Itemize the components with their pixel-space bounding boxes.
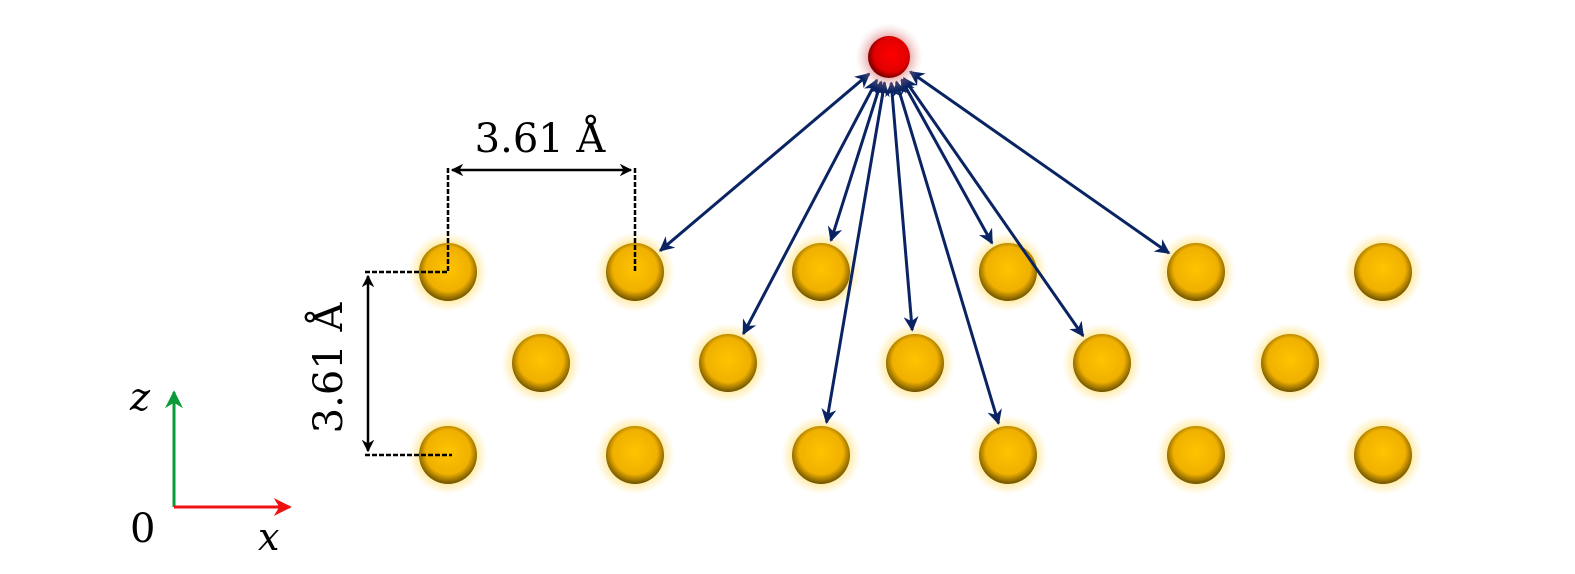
gold-atom [1343, 232, 1423, 312]
gold-atom [781, 415, 861, 495]
gold-atom [501, 323, 581, 403]
gold-atom [968, 415, 1048, 495]
interaction-arrow [821, 81, 890, 424]
gold-atom [1156, 415, 1236, 495]
interaction-arrow [659, 72, 871, 252]
gold-atom [968, 232, 1048, 312]
interaction-arrow [827, 80, 885, 242]
interaction-arrows [659, 70, 1171, 425]
interaction-arrow [900, 78, 994, 245]
gold-atom [408, 415, 488, 495]
coordinate-axes: z x 0 [129, 375, 292, 559]
origin-label: 0 [130, 506, 155, 552]
gold-atom [408, 232, 488, 312]
gold-atoms [408, 232, 1423, 495]
z-axis-label: z [129, 375, 151, 419]
horizontal-dimension: 3.61 Å [446, 115, 637, 272]
vertical-dimension: 3.61 Å [305, 270, 452, 457]
gold-atom [688, 323, 768, 403]
horizontal-dimension-label: 3.61 Å [475, 115, 607, 162]
interaction-arrow [893, 80, 1002, 425]
x-axis-label: x [258, 515, 279, 559]
gold-atom [1250, 323, 1330, 403]
gold-atom [1156, 232, 1236, 312]
gold-atom [1062, 323, 1142, 403]
red-adsorbate-atom [855, 23, 923, 91]
gold-atom [1343, 415, 1423, 495]
gold-atom [875, 323, 955, 403]
gold-atom [595, 232, 675, 312]
gold-atom [595, 415, 675, 495]
vertical-dimension-label: 3.61 Å [305, 302, 352, 434]
